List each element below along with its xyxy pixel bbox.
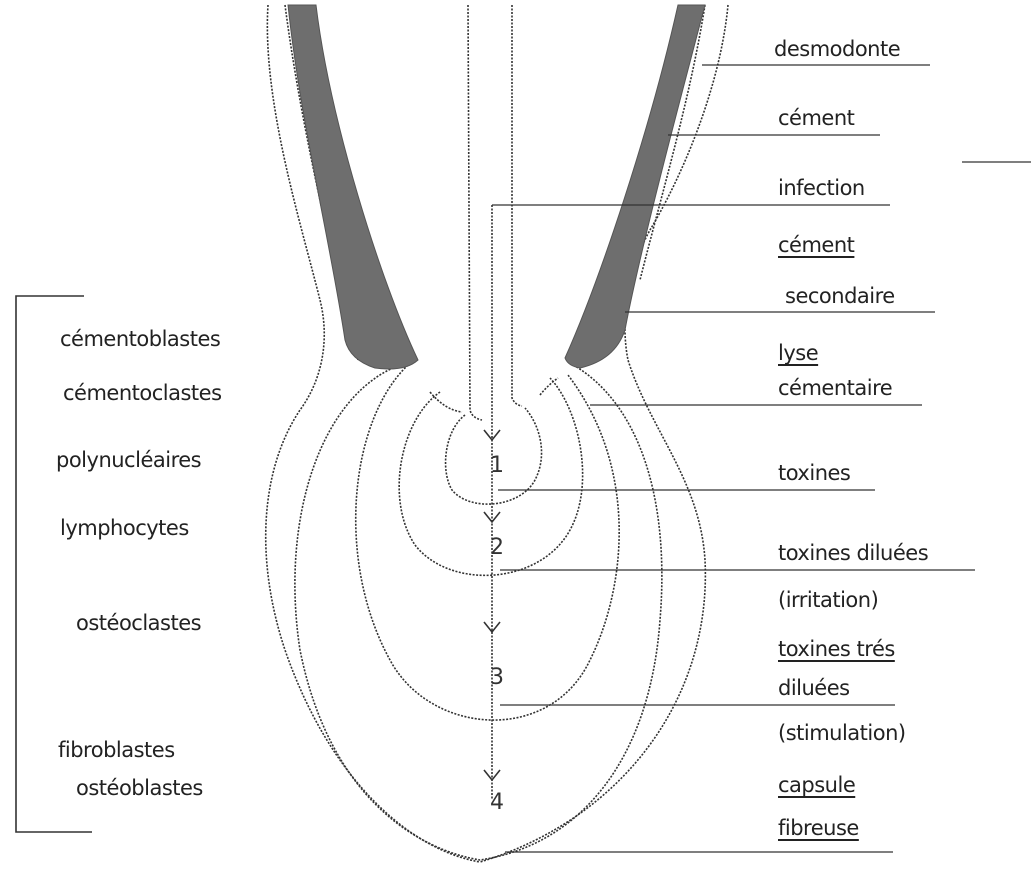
label-capsule-1: capsule (778, 772, 855, 798)
label-cementoblastes: cémentoblastes (60, 326, 220, 352)
bone-left-contour (266, 5, 480, 862)
label-lyse-2: cémentaire (778, 375, 892, 401)
label-toxines: toxines (778, 460, 850, 486)
label-toxines-tres-1: toxines trés (778, 636, 895, 662)
zone-number-4: 4 (490, 790, 504, 815)
zone-number-1: 1 (490, 453, 504, 478)
label-cementoclastes: cémentoclastes (63, 380, 222, 406)
label-osteoblastes: ostéoblastes (76, 775, 203, 801)
zone-number-2: 2 (490, 535, 504, 560)
label-toxines-diluees: toxines diluées (778, 540, 928, 566)
label-capsule-2: fibreuse (778, 815, 859, 841)
label-cement: cément (778, 105, 854, 131)
label-cement-secondaire-1: cément (778, 232, 854, 258)
canal-left-wall (468, 5, 482, 420)
label-cement-secondaire-2: secondaire (785, 283, 895, 309)
label-fibroblastes: fibroblastes (58, 737, 175, 763)
label-stimulation: (stimulation) (778, 720, 906, 746)
label-desmodonte: desmodonte (774, 36, 900, 62)
label-osteoclastes: ostéoclastes (76, 610, 201, 636)
dentin-right (565, 5, 705, 368)
zone-number-3: 3 (490, 665, 504, 690)
label-irritation: (irritation) (778, 587, 878, 613)
bone-right-contour (480, 5, 728, 862)
label-lyse-1: lyse (778, 340, 818, 366)
dentin-left (288, 5, 418, 369)
zone4-contour (295, 362, 662, 860)
label-infection: infection (778, 175, 865, 201)
label-toxines-tres-2: diluées (778, 675, 850, 701)
zone3-contour (356, 365, 619, 720)
label-lymphocytes: lymphocytes (60, 515, 189, 541)
label-polynucleaires: polynucléaires (56, 447, 201, 473)
